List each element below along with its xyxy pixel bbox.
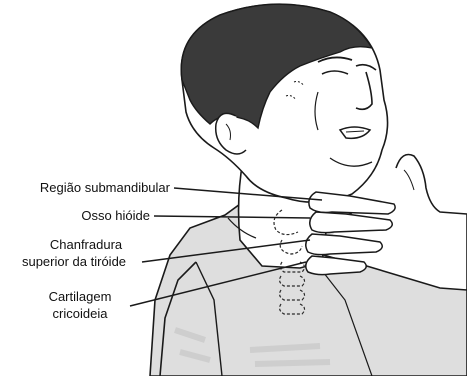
head <box>181 4 387 202</box>
label-hyoid: Osso hióide <box>81 208 150 223</box>
label-thyroid-line1: Chanfradura <box>50 237 123 252</box>
label-thyroid-line2: superior da tiróide <box>22 254 126 269</box>
labels: Região submandibular Osso hióide Chanfra… <box>22 180 171 321</box>
label-cricoid-line2: cricoideia <box>53 306 109 321</box>
label-cricoid-line1: Cartilagem <box>49 289 112 304</box>
label-submandibular: Região submandibular <box>40 180 171 195</box>
